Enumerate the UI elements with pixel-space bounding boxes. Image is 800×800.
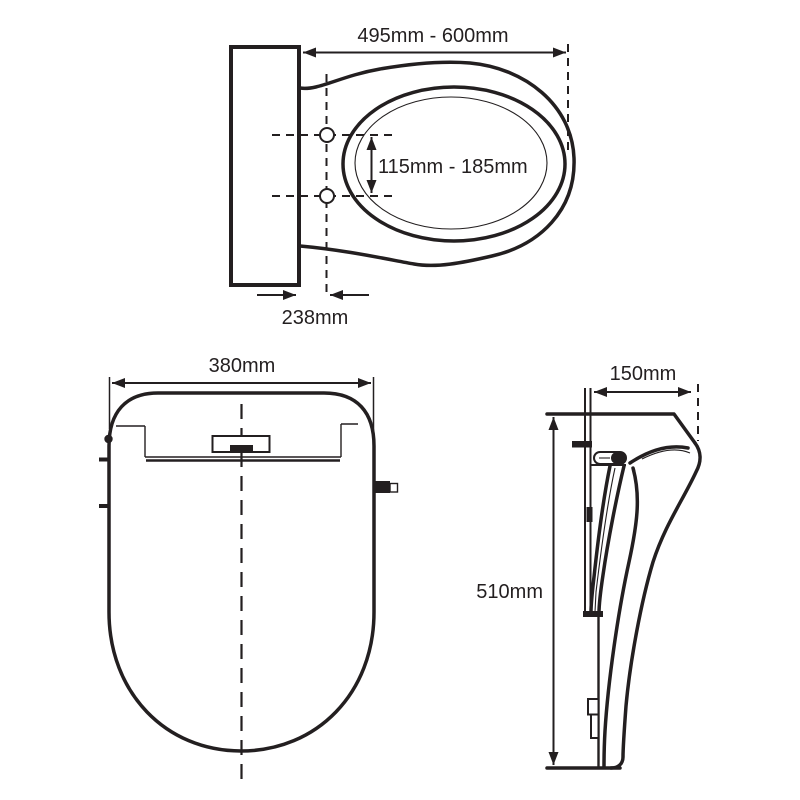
top-view: 495mm - 600mm 115mm - 185mm 238mm [229,25,576,329]
bolt-hole-bottom [319,188,335,204]
mount-bolt-bar [572,441,592,448]
seat-opening-outline [341,85,567,243]
seat-outline [298,60,576,268]
lid-hinge-edge [628,445,690,465]
left-tick-lower [99,504,108,508]
bolt-hole-top [319,127,335,143]
lid-rim-highlight [641,449,691,460]
front-view: 380mm [99,355,399,784]
dim-width-range-label: 495mm - 600mm [357,25,508,47]
seat-rim-highlight [594,467,616,613]
dim-height-label: 510mm [476,581,543,603]
left-tick-upper [99,457,108,462]
dim-bolt-spacing-label: 115mm - 185mm [378,156,528,178]
hinge-pin-cap [611,452,627,464]
rear-connector-lower [590,713,600,739]
seat-profile-front [597,464,626,615]
left-edge-pin [104,434,113,444]
dim-offset-label: 238mm [282,307,349,329]
seat-opening-inner-rim [354,96,548,230]
dim-width-label: 380mm [209,355,276,377]
rear-connector-upper [587,698,600,716]
lid-top-edge [545,412,697,445]
mounting-plate-outline [229,45,301,287]
side-view: 150mm 510mm [476,363,702,770]
hinge-cover-latch [230,445,253,453]
plate-clip [586,507,593,522]
water-inlet-tip [389,482,399,493]
plate-foot [583,611,603,617]
water-inlet-connector [374,481,390,493]
dim-depth-label: 150mm [610,363,677,385]
lid-profile-outer [609,441,702,770]
lid-profile-inner [602,466,640,769]
